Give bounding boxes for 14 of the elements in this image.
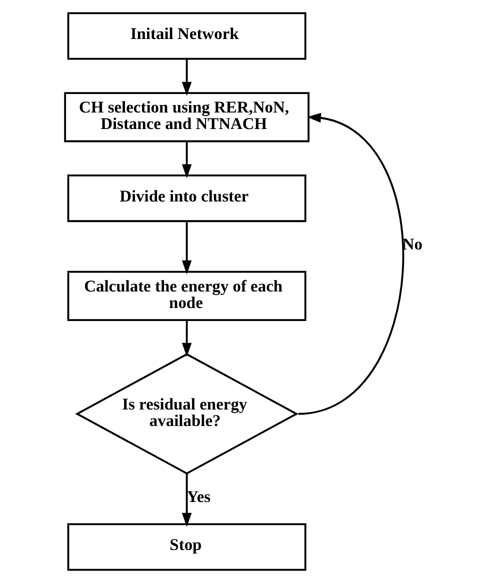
- arrow: [181, 59, 192, 96]
- arrow: [181, 474, 192, 527]
- node-box: Initail Network: [66, 12, 306, 60]
- edge-label: Yes: [186, 486, 210, 506]
- arrow: [181, 221, 192, 274]
- node-box: Stop: [66, 523, 306, 571]
- node-box: Divide into cluster: [66, 174, 306, 222]
- edge-label: No: [402, 234, 422, 254]
- node-box: CH selection using RER,NoN, Distance and NTNACH: [64, 92, 309, 142]
- arrow: [181, 320, 192, 357]
- node-box: Calculate the energy of each node: [66, 270, 306, 321]
- node-diamond: Is residual energy available?: [74, 353, 298, 475]
- arrow: [181, 142, 192, 178]
- arrow: [298, 112, 404, 415]
